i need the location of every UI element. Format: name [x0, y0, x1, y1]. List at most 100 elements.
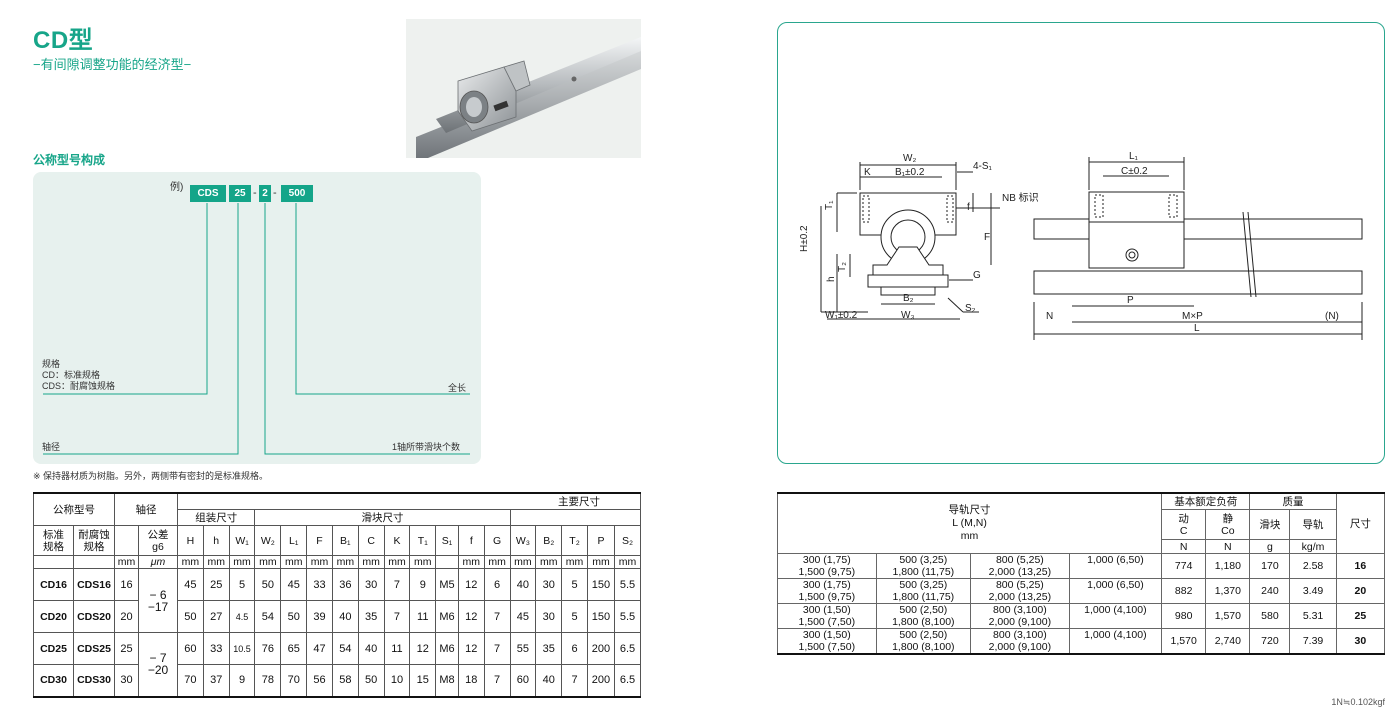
- model-part-shaft: 25: [229, 185, 251, 202]
- svg-text:T₂: T₂: [837, 262, 848, 272]
- th-col: L₁: [280, 525, 308, 556]
- cell-value: 30: [357, 568, 385, 601]
- cell-value: 37: [202, 664, 230, 697]
- table-row: 300 (1,75)1,500 (9,75)500 (3,25)1,800 (1…: [777, 578, 1386, 604]
- th-block: 滑块尺寸: [254, 509, 511, 526]
- th-col: S₂: [613, 525, 642, 556]
- cell-value: M5: [435, 568, 459, 601]
- cell-static-load: 2,740: [1205, 628, 1251, 655]
- cell-length: 800 (3,100)2,000 (9,100): [970, 603, 1070, 629]
- cell-value: 58: [331, 664, 359, 697]
- dimension-drawing-panel: [777, 22, 1385, 464]
- cell-rail-mass: 5.31: [1289, 603, 1337, 629]
- cell-length: 300 (1,50)1,500 (7,50): [777, 628, 877, 655]
- cell-value: 50: [280, 600, 308, 633]
- cell-value: 12: [409, 632, 437, 665]
- cell-length: 300 (1,75)1,500 (9,75): [777, 578, 877, 604]
- note-text: ※ 保持器材质为树脂。另外，两侧带有密封的是标准规格。: [33, 471, 269, 481]
- cell-value: 40: [509, 568, 537, 601]
- cell-value: 6: [483, 568, 511, 601]
- cell-value: 65: [280, 632, 308, 665]
- cell-value: 7: [383, 600, 411, 633]
- th-col: S₁: [435, 525, 459, 556]
- th-load: 基本额定负荷: [1161, 492, 1251, 510]
- th-col: C: [357, 525, 385, 556]
- cell-value: 4.5: [228, 600, 256, 633]
- cell-block-mass: 170: [1249, 553, 1291, 579]
- cell-value: 7: [561, 664, 588, 697]
- cell-corrosion: CDS25: [73, 632, 115, 665]
- table-row: 300 (1,75)1,500 (9,75)500 (3,25)1,800 (1…: [777, 553, 1386, 579]
- cell-value: 33: [202, 632, 230, 665]
- cell-shaft: 30: [114, 664, 139, 697]
- cell-value: 6.5: [613, 664, 642, 697]
- cell-value: 12: [457, 600, 485, 633]
- svg-text:P: P: [1127, 295, 1134, 306]
- cell-size: 20: [1335, 578, 1386, 604]
- cell-value: 70: [280, 664, 308, 697]
- cell-value: 15: [409, 664, 437, 697]
- cell-value: 11: [409, 600, 437, 633]
- svg-text:4-S₁: 4-S₁: [973, 161, 993, 172]
- th-col: h: [202, 525, 230, 556]
- svg-text:(N): (N): [1325, 311, 1339, 322]
- th-col: H: [177, 525, 204, 556]
- th-rail: 导轨尺寸 L (M,N) mm: [776, 492, 1163, 554]
- th-standard: 标准 规格: [33, 525, 74, 556]
- cell-corrosion: CDS16: [73, 568, 115, 601]
- cell-shaft: 25: [114, 632, 139, 665]
- dim-b1: B₁±0.2: [895, 167, 925, 178]
- cell-value: 5: [561, 568, 588, 601]
- cell-value: 5: [561, 600, 588, 633]
- svg-text:F: F: [984, 232, 990, 243]
- cell-value: 200: [586, 632, 615, 665]
- cell-value: 45: [509, 600, 537, 633]
- th-col: W₃: [509, 525, 537, 556]
- cell-value: 50: [254, 568, 282, 601]
- cell-standard: CD30: [33, 664, 74, 697]
- cell-value: 6: [561, 632, 588, 665]
- cell-value: 10: [383, 664, 411, 697]
- cell-length: 300 (1,50)1,500 (7,50): [777, 603, 877, 629]
- cell-value: 36: [331, 568, 359, 601]
- cell-value: 54: [254, 600, 282, 633]
- cell-value: 54: [331, 632, 359, 665]
- cell-value: 5: [228, 568, 256, 601]
- cell-block-mass: 240: [1249, 578, 1291, 604]
- cell-static-load: 1,570: [1205, 603, 1251, 629]
- cell-tolerance: − 6−17: [138, 568, 178, 633]
- table-row: 300 (1,50)1,500 (7,50)500 (2,50)1,800 (8…: [777, 603, 1386, 629]
- model-dash: -: [273, 187, 277, 199]
- cell-value: 60: [177, 632, 204, 665]
- svg-text:B₂: B₂: [903, 293, 914, 304]
- cell-standard: CD20: [33, 600, 74, 633]
- cell-standard: CD25: [33, 632, 74, 665]
- spec-cds: CDS：耐腐蚀规格: [42, 381, 116, 391]
- product-photo: [406, 19, 641, 158]
- svg-text:N: N: [1046, 311, 1053, 322]
- cell-shaft: 16: [114, 568, 139, 601]
- th-main-dims: 主要尺寸: [177, 492, 641, 510]
- cell-value: 76: [254, 632, 282, 665]
- svg-text:M×P: M×P: [1182, 311, 1203, 322]
- model-part-blocks: 2: [259, 185, 271, 202]
- cell-size: 30: [1335, 628, 1386, 655]
- cell-value: 6.5: [613, 632, 642, 665]
- th-col: K: [383, 525, 411, 556]
- th-mass: 质量: [1249, 492, 1337, 510]
- page-subtitle: −有间隙调整功能的经济型−: [33, 57, 192, 72]
- cell-value: 7: [483, 600, 511, 633]
- table-row: 300 (1,50)1,500 (7,50)500 (2,50)1,800 (8…: [777, 628, 1386, 655]
- svg-text:NB 标识: NB 标识: [1002, 192, 1039, 204]
- cell-value: M6: [435, 600, 459, 633]
- cell-dynamic-load: 1,570: [1161, 628, 1207, 655]
- cell-value: 9: [228, 664, 256, 697]
- th-col: B₁: [331, 525, 359, 556]
- cell-length: 1,000 (4,100): [1068, 628, 1163, 655]
- cell-length: 500 (2,50)1,800 (8,100): [875, 628, 972, 655]
